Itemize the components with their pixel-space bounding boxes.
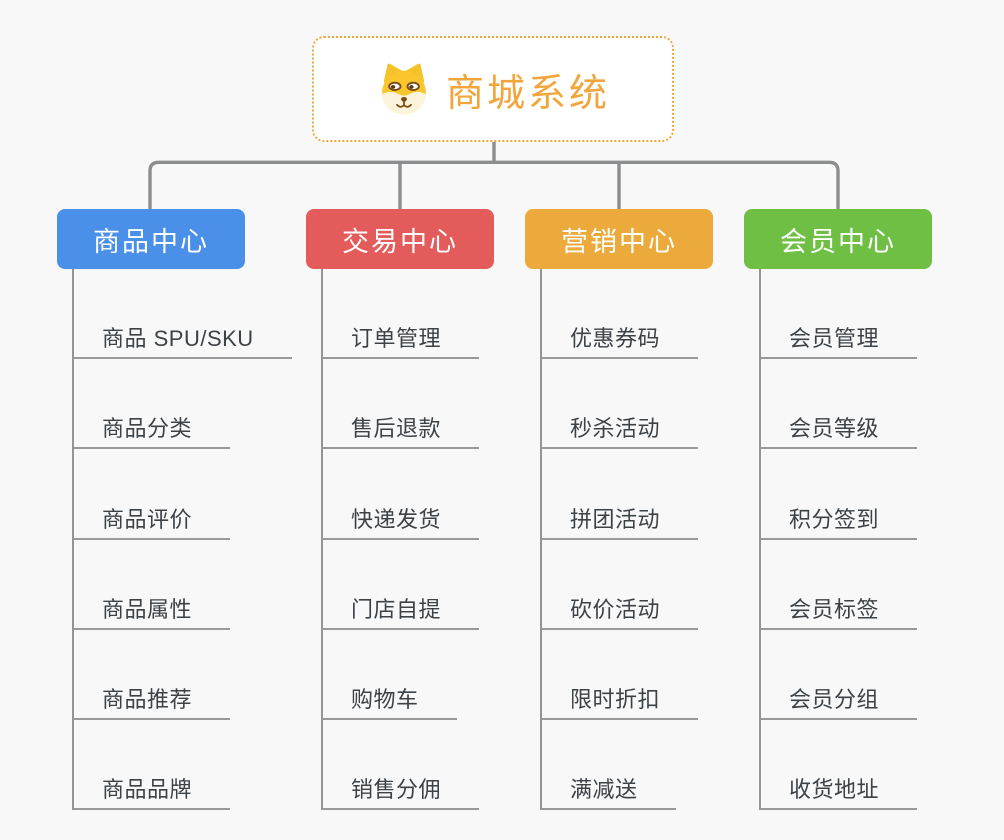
root-title: 商城系统: [445, 72, 610, 115]
branch-node-trade-center[interactable]: 交易中心: [306, 209, 494, 269]
branch-node-marketing-center[interactable]: 营销中心: [525, 209, 713, 269]
tree-node-item[interactable]: 会员分组: [761, 630, 918, 720]
shiba-dog-face-icon: [382, 63, 426, 115]
tree-node-item[interactable]: 商品推荐: [74, 630, 231, 720]
tree-node-item[interactable]: 会员等级: [761, 359, 918, 450]
tree-node-item[interactable]: 购物车: [323, 630, 457, 720]
tree-node-item[interactable]: 会员标签: [761, 540, 918, 630]
tree-node-item[interactable]: 满减送: [542, 720, 676, 811]
tree-node-item[interactable]: 会员管理: [761, 269, 918, 360]
tree-node-item[interactable]: 销售分佣: [323, 720, 480, 811]
tree-node-item[interactable]: 砍价活动: [542, 540, 699, 630]
branch-label: 交易中心: [342, 226, 458, 257]
tree-node-item[interactable]: 积分签到: [761, 449, 918, 540]
branch-node-product-center[interactable]: 商品中心: [57, 209, 245, 269]
tree-node-item[interactable]: 商品分类: [74, 359, 231, 450]
branch-node-member-center[interactable]: 会员中心: [744, 209, 932, 269]
tree-node-item[interactable]: 商品 SPU/SKU: [74, 269, 292, 360]
branch-column-member-center: 会员中心 会员管理 会员等级 积分签到 会员标签 会员分组 收货地址: [744, 209, 932, 811]
tree-node-item[interactable]: 快递发货: [323, 449, 480, 540]
tree-node-item[interactable]: 收货地址: [761, 720, 918, 811]
branch-children-rail: 会员管理 会员等级 积分签到 会员标签 会员分组 收货地址: [759, 269, 918, 811]
tree-node-item[interactable]: 商品评价: [74, 449, 231, 540]
tree-node-item[interactable]: 售后退款: [323, 359, 480, 450]
branch-column-trade-center: 交易中心 订单管理 售后退款 快递发货 门店自提 购物车 销售分佣: [306, 209, 494, 811]
branch-children-rail: 订单管理 售后退款 快递发货 门店自提 购物车 销售分佣: [321, 269, 480, 811]
root-node-mall-system[interactable]: 商城系统: [312, 36, 674, 142]
branch-label: 营销中心: [561, 226, 677, 257]
tree-node-item[interactable]: 商品品牌: [74, 720, 231, 811]
branch-children-rail: 商品 SPU/SKU 商品分类 商品评价 商品属性 商品推荐 商品品牌: [72, 269, 292, 811]
branch-column-product-center: 商品中心 商品 SPU/SKU 商品分类 商品评价 商品属性 商品推荐 商品品牌: [57, 209, 292, 811]
branch-label: 会员中心: [780, 226, 896, 257]
tree-node-item[interactable]: 门店自提: [323, 540, 480, 630]
branch-column-marketing-center: 营销中心 优惠券码 秒杀活动 拼团活动 砍价活动 限时折扣 满减送: [525, 209, 713, 811]
tree-node-item[interactable]: 秒杀活动: [542, 359, 699, 450]
branch-label: 商品中心: [93, 226, 209, 257]
tree-node-item[interactable]: 订单管理: [323, 269, 480, 360]
tree-node-item[interactable]: 拼团活动: [542, 449, 699, 540]
branch-children-rail: 优惠券码 秒杀活动 拼团活动 砍价活动 限时折扣 满减送: [540, 269, 699, 811]
tree-node-item[interactable]: 优惠券码: [542, 269, 699, 360]
tree-node-item[interactable]: 限时折扣: [542, 630, 699, 720]
tree-node-item[interactable]: 商品属性: [74, 540, 231, 630]
